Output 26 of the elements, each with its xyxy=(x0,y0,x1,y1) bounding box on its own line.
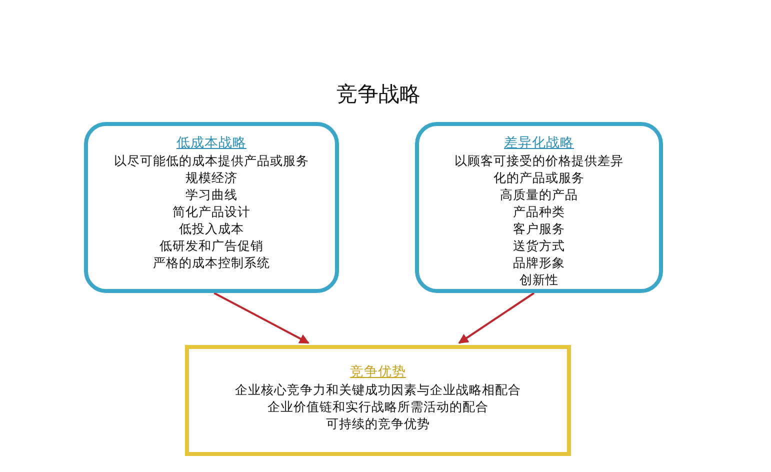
item-text: 规模经济 xyxy=(186,169,238,186)
item-text: 学习曲线 xyxy=(186,186,238,203)
item-text: 品牌形象 xyxy=(513,254,565,271)
item-text: 送货方式 xyxy=(513,237,565,254)
item-text: 低研发和广告促销 xyxy=(160,237,264,254)
item-text: 可持续的竞争优势 xyxy=(326,415,430,432)
item-text: 创新性 xyxy=(520,271,558,288)
box-heading: 差异化战略 xyxy=(504,134,574,152)
item-text: 客户服务 xyxy=(513,220,565,237)
arrow xyxy=(214,292,310,344)
strategy-box xyxy=(415,122,663,293)
item-text: 以顾客可接受的价格提供差异化的产品或服务 xyxy=(454,152,624,186)
item-text: 高质量的产品 xyxy=(500,186,578,203)
item-text: 以尽可能低的成本提供产品或服务 xyxy=(114,152,309,169)
box-heading: 竞争优势 xyxy=(350,363,406,381)
item-text: 企业核心竞争力和关键成功因素与企业战略相配合 xyxy=(235,381,521,398)
item-text: 低投入成本 xyxy=(179,220,244,237)
arrow xyxy=(458,292,535,344)
strategy-box xyxy=(185,345,571,456)
strategy-box xyxy=(84,122,339,293)
item-text: 简化产品设计 xyxy=(172,203,250,220)
title: 竞争战略 xyxy=(336,81,422,108)
box-heading: 低成本战略 xyxy=(176,134,246,152)
item-text: 产品种类 xyxy=(513,203,565,220)
item-text: 企业价值链和实行战略所需活动的配合 xyxy=(268,398,488,415)
item-text: 严格的成本控制系统 xyxy=(153,254,270,271)
